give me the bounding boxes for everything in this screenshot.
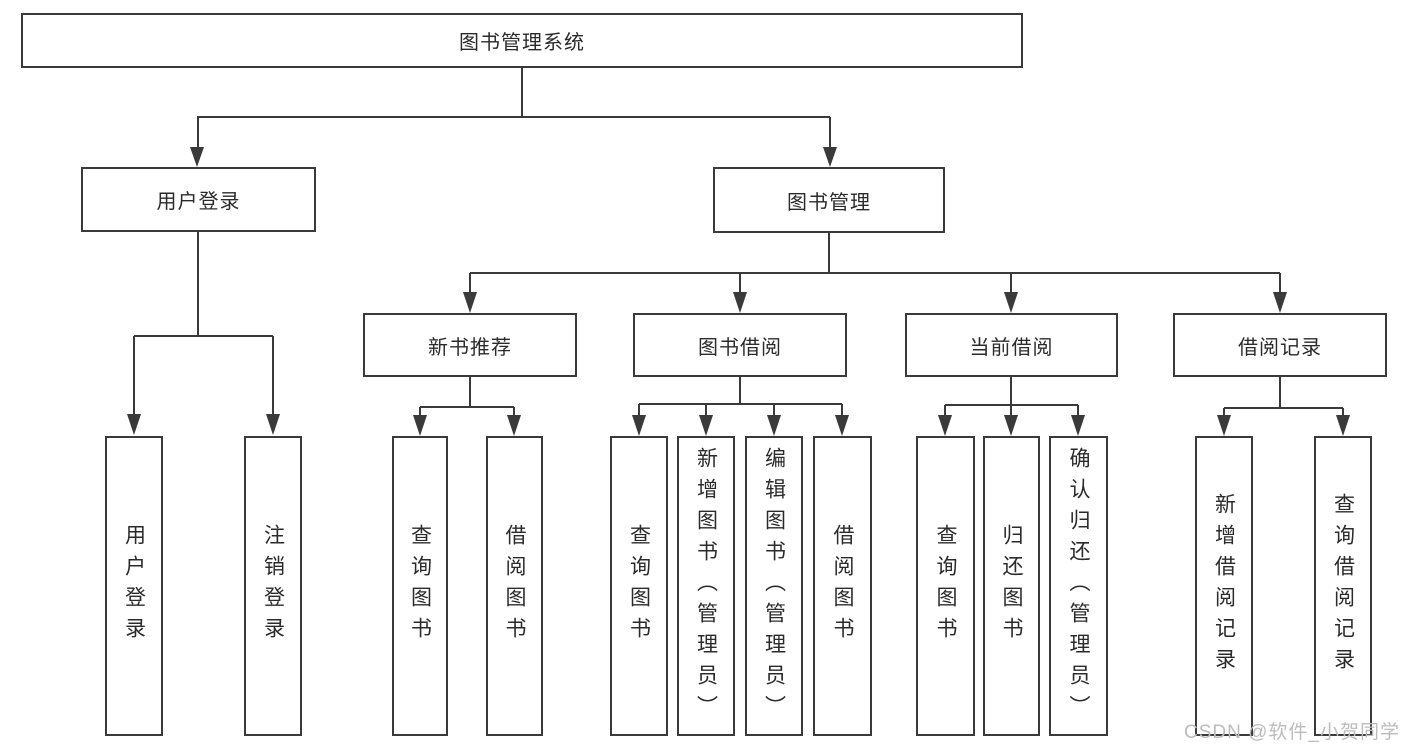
node-label: 图书管理 [787,191,871,214]
leaf-user-login: 用户登录 [105,436,163,736]
node-user-login: 用户登录 [81,167,316,232]
node-new-book-recommend: 新书推荐 [363,313,577,377]
leaf-borrow-books-newbooks: 借阅图书 [486,436,543,736]
leaf-return-books: 归还图书 [983,436,1040,736]
node-label: 用户登录 [156,191,241,213]
leaf-edit-books-admin: 编辑图书（管理员） [745,436,803,736]
node-current-borrowing: 当前借阅 [905,313,1118,377]
leaf-label: 编辑图书（管理员） [762,446,786,726]
leaf-add-books-admin: 新增图书（管理员） [677,436,735,736]
leaf-query-books-newbooks: 查询图书 [392,436,448,736]
node-label: 图书借阅 [698,336,782,359]
leaf-label: 新增借阅记录 [1212,493,1236,679]
leaf-label: 借阅图书 [831,524,854,648]
leaf-label: 查询图书 [627,524,651,648]
connector-book-mgmt-to-level3 [469,233,1281,294]
node-label: 新书推荐 [428,336,512,359]
leaf-label: 新增图书（管理员） [694,446,718,726]
connector-user-login-to-leaves [133,232,274,416]
leaf-label: 查询图书 [934,524,957,648]
leaf-label: 查询借阅记录 [1331,493,1355,679]
leaf-query-borrow-record: 查询借阅记录 [1314,436,1372,736]
node-label: 图书管理系统 [459,32,585,54]
csdn-watermark: CSDN @软件_小贺同学 [1184,722,1400,743]
node-book-management: 图书管理 [713,167,945,233]
connector-new-books-to-leaves [419,377,515,417]
connector-book-borrow-to-leaves [638,377,843,417]
node-book-borrowing: 图书借阅 [633,313,847,377]
leaf-label: 确认归还（管理员） [1067,446,1090,726]
connector-current-borrow-to-leaves [944,377,1079,417]
leaf-logout: 注销登录 [244,436,302,736]
leaf-label: 用户登录 [122,524,146,648]
connector-borrow-records-to-leaves [1223,377,1344,417]
arrowheads [127,147,1350,436]
node-label: 当前借阅 [969,336,1054,359]
node-book-management-system: 图书管理系统 [21,13,1023,68]
leaf-query-books-current: 查询图书 [916,436,975,736]
connector-root-to-level2 [197,68,831,149]
leaf-label: 注销登录 [261,524,285,648]
leaf-add-borrow-record: 新增借阅记录 [1195,436,1253,736]
node-borrowing-records: 借阅记录 [1173,313,1387,377]
leaf-label: 查询图书 [408,524,432,648]
leaf-query-books-borrowing: 查询图书 [610,436,668,736]
leaf-label: 借阅图书 [503,524,526,648]
leaf-label: 归还图书 [1000,524,1023,648]
leaf-borrow-books-borrowing: 借阅图书 [813,436,872,736]
leaf-confirm-return-admin: 确认归还（管理员） [1049,436,1108,736]
node-label: 借阅记录 [1238,336,1322,359]
